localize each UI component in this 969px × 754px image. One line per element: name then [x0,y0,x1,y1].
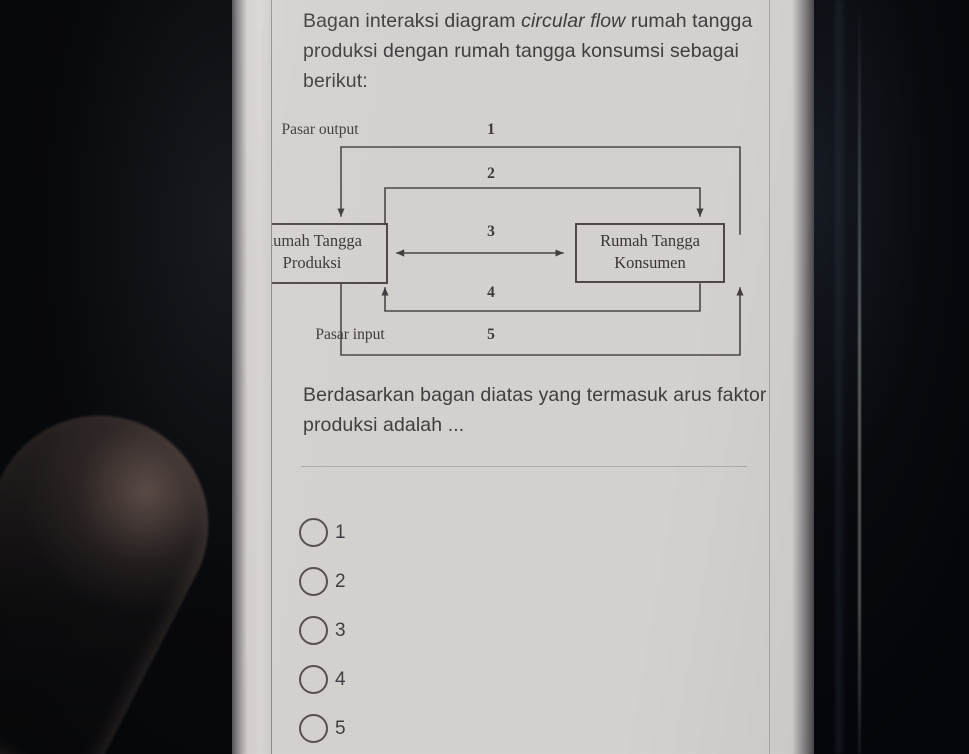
diagram-label-pasar-input: Pasar input [315,326,385,343]
diagram-flow-label-2: 2 [487,165,495,182]
question-prompt-part1: Bagan interaksi diagram [303,10,522,32]
section-divider [301,466,747,467]
question-prompt-part2: rumah tangga produksi dengan rumah tangg… [303,10,753,92]
diagram-box-produksi-line1: Rumah Tangga [262,231,362,250]
answer-option-3[interactable]: 3 [299,606,599,655]
diagram-flow-label-1: 1 [487,121,495,138]
answer-option-label: 3 [335,620,346,641]
answer-option-label: 4 [335,669,346,690]
answer-option-1[interactable]: 1 [299,508,599,557]
radio-button-icon[interactable] [299,567,328,596]
finger-silhouette-highlight [0,378,246,754]
answer-option-label: 1 [335,522,346,543]
dark-frame-right [814,0,969,754]
diagram-box-konsumen-line2: Konsumen [614,253,686,272]
answer-option-5[interactable]: 5 [299,704,599,753]
device-edge-glow-outer [836,0,846,754]
flow-arrow-inner-bottom-path [381,283,701,312]
radio-button-icon[interactable] [299,518,328,547]
diagram-label-pasar-output: Pasar output [281,121,359,138]
answer-option-label: 2 [335,571,346,592]
quiz-screen: Bagan interaksi diagram circular flow ru… [225,0,820,754]
answer-option-2[interactable]: 2 [299,557,599,606]
circular-flow-diagram: Rumah Tangga Produksi Rumah Tangga Konsu… [225,110,820,370]
device-edge-glow [858,0,861,754]
page-edge-right [769,0,771,754]
flow-arrow-1-path [337,146,741,235]
diagram-box-konsumen-line1: Rumah Tangga [600,231,700,250]
answer-options-list: 1 2 3 4 5 [299,508,599,753]
sub-question-prompt: Berdasarkan bagan diatas yang termasuk a… [303,384,767,436]
radio-button-icon[interactable] [299,665,328,694]
circular-flow-diagram-svg: Rumah Tangga Produksi Rumah Tangga Konsu… [236,121,744,356]
flow-arrow-2-path [384,187,704,225]
radio-button-icon[interactable] [299,616,328,645]
diagram-flow-label-5: 5 [487,326,495,343]
flow-arrow-5-path [340,283,744,356]
question-prompt-italic: circular flow [521,10,626,32]
diagram-box-produksi-line2: Produksi [283,253,342,272]
diagram-box-konsumen: Rumah Tangga Konsumen [575,223,725,283]
quiz-content: Bagan interaksi diagram circular flow ru… [225,0,820,754]
diagram-flow-label-4: 4 [487,284,495,301]
question-prompt: Bagan interaksi diagram circular flow ru… [303,6,773,96]
diagram-flow-label-3: 3 [487,223,495,240]
page-edge-left [271,0,273,754]
answer-option-label: 5 [335,718,346,739]
screen-bezel-left [225,0,272,754]
answer-option-4[interactable]: 4 [299,655,599,704]
radio-button-icon[interactable] [299,714,328,743]
